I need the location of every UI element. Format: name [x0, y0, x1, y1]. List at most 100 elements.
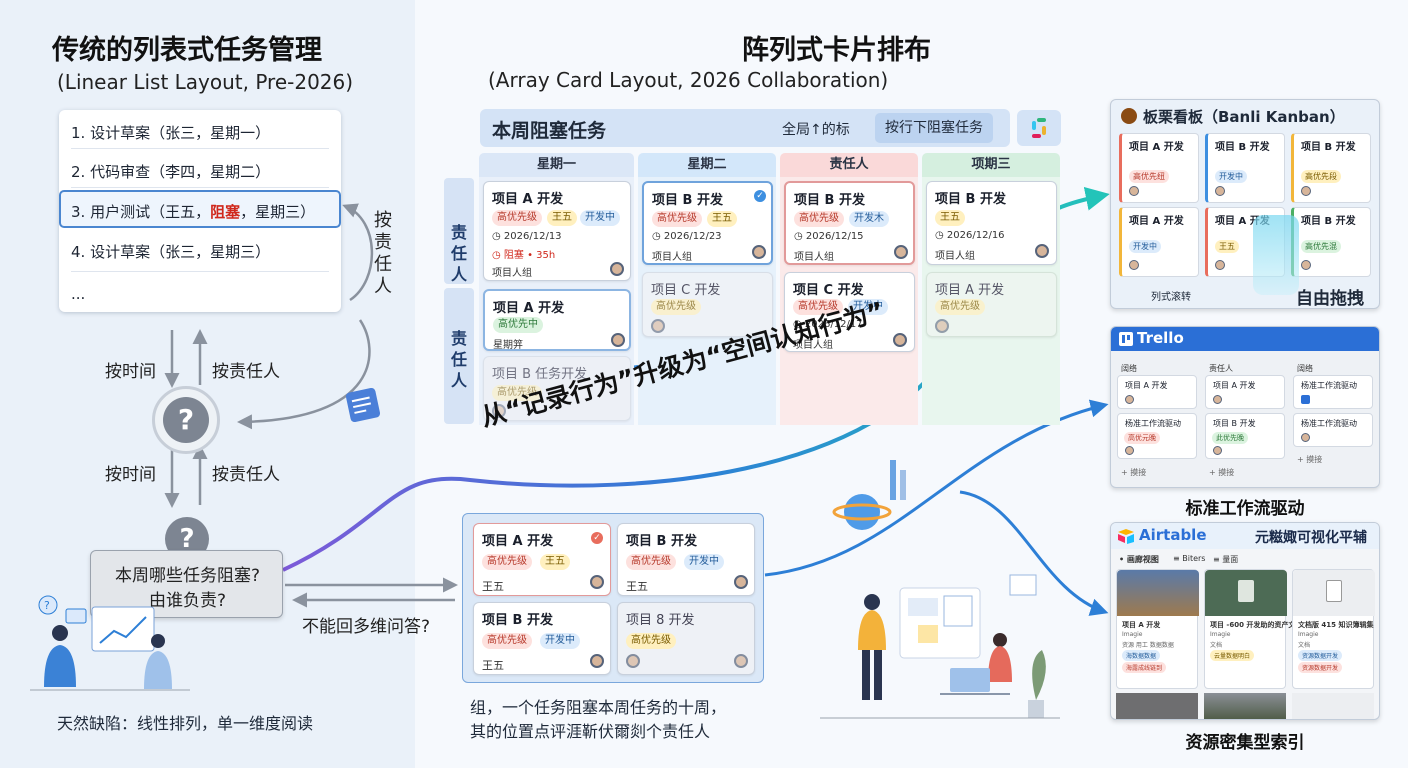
kanban-card[interactable]: 项目 B 开发高优先段: [1291, 133, 1371, 203]
document-icon: [943, 595, 973, 627]
avatar-icon: [893, 333, 907, 347]
tag: 高优先级: [793, 299, 843, 315]
avatar-icon: [894, 245, 908, 259]
avatar-icon: [590, 654, 604, 668]
document-icon: [1293, 570, 1375, 616]
trello-card[interactable]: 项目 A 开发: [1205, 375, 1285, 409]
column-head[interactable]: 项期三: [922, 153, 1060, 177]
card-title: 项目 A 开发: [482, 534, 554, 549]
trello-column-head: 阔络: [1297, 364, 1313, 373]
calendar-icon: ◷: [793, 319, 805, 330]
airtable-card[interactable]: 文档版 415 知识簿辑集 Imagie 文档 资源数据开发 资源数据开发: [1292, 569, 1375, 689]
kanban-footer: 列式滚转: [1151, 292, 1191, 303]
task-card[interactable]: 项目 B 开发 ✓ 高优先级 王五 ◷ 2026/12/23 项目人组: [642, 181, 773, 265]
task-card[interactable]: 项目 B 开发 高优先级 开发中 王五: [473, 602, 611, 675]
tag: 高优先级: [492, 210, 542, 226]
kanban-card[interactable]: 项目 A 开发开发中: [1119, 207, 1199, 277]
tag: 开发中: [684, 554, 724, 570]
question-icon: ?: [163, 397, 209, 443]
row-head: 责任人: [444, 178, 474, 284]
card-title: 项目 B 开发: [652, 193, 723, 208]
tag: 王五: [547, 210, 577, 226]
question-line: 本周哪些任务阻塞?: [114, 566, 261, 586]
avatar-icon: [611, 333, 625, 347]
tag: 开发中: [848, 299, 888, 315]
airtable-icon: [1118, 529, 1134, 544]
airtable-panel: Airtable 元糍娵可视化平辅 • 画廊视图 ≡ Biters ≡ 量面 项…: [1110, 522, 1380, 720]
tag: 高优先级: [482, 554, 532, 570]
list-item[interactable]: 2. 代码审查（李四，星期二）: [71, 163, 271, 181]
trello-card[interactable]: 杨准工作流驱动高优元晚: [1117, 413, 1197, 459]
task-card[interactable]: 项目 B 开发 高优先级 开发中 王五: [617, 523, 755, 596]
board-title: 本周阻塞任务: [492, 120, 607, 142]
tag: 王五: [540, 554, 570, 570]
center-subtitle: (Array Card Layout, 2026 Collaboration): [488, 68, 889, 92]
curve-to-airtable: [959, 490, 1109, 616]
tag: 高优先级: [626, 633, 676, 649]
filter-button[interactable]: 按行下阻塞任务: [875, 113, 993, 143]
airtable-card[interactable]: 项目 -600 开发助的资产文档 Imagie 文档 云量数据明白: [1204, 569, 1302, 689]
tag: 高优先级: [492, 385, 542, 401]
row-head: 责任人: [444, 288, 474, 424]
tag: 高优先中: [493, 317, 543, 333]
board-header: 本周阻塞任务 全局↑的标 按行下阻塞任务: [480, 109, 1010, 147]
trello-column-head: 阔络: [1121, 364, 1137, 373]
task-card-ghost[interactable]: 项目 8 开发 高优先级: [617, 602, 755, 675]
by-owner-vertical: 按责任人: [374, 210, 392, 297]
column-head[interactable]: 星期二: [638, 153, 776, 177]
slack-icon: [1032, 118, 1046, 138]
avatar-icon: [734, 575, 748, 589]
question-line: 由谁负责?: [148, 591, 227, 611]
task-card[interactable]: 项目 B 开发 王五 ◷ 2026/12/16 项目人组: [926, 181, 1057, 265]
list-item[interactable]: 1. 设计草案（张三，星期一）: [71, 124, 271, 142]
column-head[interactable]: 星期一: [479, 153, 634, 177]
airtable-toolbar-item[interactable]: • 画廊视图: [1119, 555, 1159, 564]
tag: 开发木: [849, 211, 889, 227]
by-owner-label: 按责任人: [212, 465, 280, 485]
task-card[interactable]: 项目 A 开发 高优先中 星期笄: [483, 289, 631, 351]
avatar-icon: [651, 319, 665, 333]
tag: 王五: [707, 211, 737, 227]
airtable-toolbar-item[interactable]: ≡ Biters: [1173, 554, 1206, 563]
cannot-answer-label: 不能回多维问答?: [302, 617, 431, 637]
trello-card[interactable]: 杨准工作流驱动: [1293, 375, 1373, 409]
airtable-card[interactable]: 项目 A 开发 Imagie 资源 用工 数据数据 海数据数据 海露成线链到: [1116, 569, 1199, 689]
kanban-card[interactable]: 项目 B 开发开发中: [1205, 133, 1285, 203]
task-card[interactable]: 项目 A 开发 ✓ 高优先级 王五 王五: [473, 523, 611, 596]
task-card[interactable]: 项目 C 开发 高优先级 开发中 ◷ 2026/12/17 项目人组: [784, 272, 915, 352]
trello-add-card[interactable]: + 摸接: [1297, 455, 1323, 464]
tag: 高优先级: [794, 211, 844, 227]
kanban-card[interactable]: 项目 A 开发高优先纽: [1119, 133, 1199, 203]
image-icon: [1116, 693, 1198, 719]
trello-add-card[interactable]: + 摸接: [1121, 468, 1147, 477]
document-icon: [1205, 570, 1287, 616]
trello-card[interactable]: 项目 A 开发: [1117, 375, 1197, 409]
avatar-icon: [734, 654, 748, 668]
tag: 高优先级: [626, 554, 676, 570]
task-card-ghost[interactable]: 项目 C 开发 高优先级: [642, 272, 773, 337]
task-card-ghost[interactable]: 项目 B 任务开发 高优先级: [483, 356, 631, 421]
card-title: 项目 8 开发: [626, 613, 695, 628]
by-time-label: 按时间: [105, 465, 156, 485]
list-item[interactable]: 4. 设计草案（张三，星期三）: [71, 243, 271, 261]
left-footer: 天然缺陷：线性排列，单一维度阅读: [57, 714, 314, 733]
avatar-icon: [590, 575, 604, 589]
tag: 高优先级: [935, 299, 985, 315]
task-list: 1. 设计草案（张三，星期一） 2. 代码审查（李四，星期二） 3. 用户测试（…: [59, 110, 341, 312]
checkmark-icon: ✓: [754, 190, 766, 202]
clock-icon: ◷: [492, 250, 504, 261]
trello-card[interactable]: 项目 B 开发此优先晚: [1205, 413, 1285, 459]
list-item[interactable]: ...: [71, 285, 86, 303]
column-head[interactable]: 责任人: [780, 153, 918, 177]
kanban-panel: 板栗看板（Banli Kanban） 项目 A 开发高优先纽 项目 B 开发开发…: [1110, 99, 1380, 309]
list-item-highlighted[interactable]: 3. 用户测试（王五，阻塞，星期三）: [59, 190, 341, 228]
kanban-card[interactable]: 项目 B 开发高优先混: [1291, 207, 1371, 277]
task-card-ghost[interactable]: 项目 A 开发 高优先级: [926, 272, 1057, 337]
card-title: 项目 C 开发: [793, 283, 864, 298]
slack-button[interactable]: [1017, 110, 1061, 146]
trello-card[interactable]: 杨准工作流驱动: [1293, 413, 1373, 447]
task-card[interactable]: 项目 B 开发 高优先级 开发木 ◷ 2026/12/15 项目人组: [784, 181, 915, 265]
task-card[interactable]: 项目 A 开发 高优先级 王五 开发中 ◷ 2026/12/13 ◷ 阻塞 • …: [483, 181, 631, 281]
trello-add-card[interactable]: + 摸接: [1209, 468, 1235, 477]
airtable-toolbar-item[interactable]: ≡ 量面: [1213, 555, 1239, 564]
